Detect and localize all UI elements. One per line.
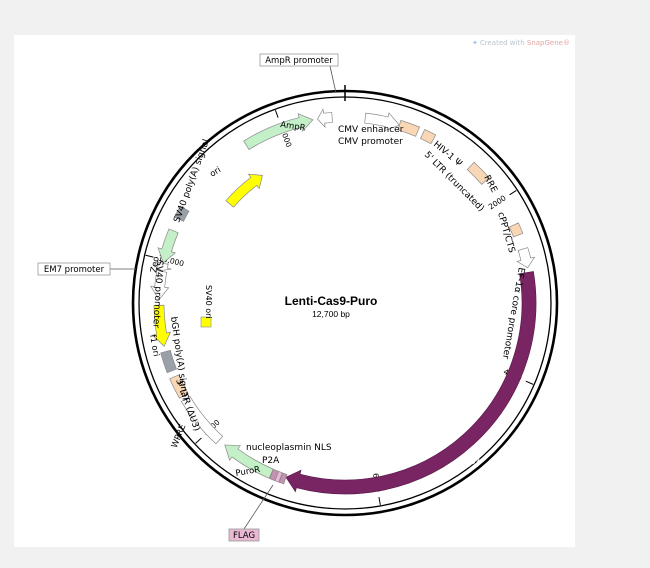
label-sv40-ori: SV40 ori xyxy=(204,285,213,319)
feature-wpre[interactable] xyxy=(180,395,224,445)
feature-cppt-cts[interactable] xyxy=(508,222,524,238)
label-ampr: AmpR xyxy=(280,120,307,133)
label-zeo: Zeo xyxy=(149,256,162,274)
feature-bgh-polya[interactable] xyxy=(160,349,177,374)
label-ampr-promoter: AmpR promoter xyxy=(265,56,333,66)
label-sv40-promoter: SV40 promoter xyxy=(150,260,164,329)
label-cmv-enhancer: CMV enhancer xyxy=(338,125,404,135)
label-f1-ori: f1 ori xyxy=(147,334,161,358)
feature-ampr[interactable] xyxy=(243,113,314,151)
label-rre: RRE xyxy=(481,174,499,195)
label-nucleoplasmin-nls: nucleoplasmin NLS xyxy=(246,443,332,453)
tick-mark-4000 xyxy=(525,380,534,385)
label-flag: FLAG xyxy=(233,531,255,541)
watermark-mark: ® xyxy=(562,39,570,47)
feature-sv40-polya[interactable] xyxy=(174,205,190,222)
snapgene-logo-icon: ✦ xyxy=(472,39,478,47)
feature-p2a[interactable] xyxy=(269,468,279,482)
feature-ampr-promoter[interactable] xyxy=(317,108,333,129)
feature-ltr-3[interactable] xyxy=(169,374,189,399)
feature-rre[interactable] xyxy=(466,161,490,185)
feature-nucleoplasmin-nls[interactable] xyxy=(278,472,288,485)
label-p2a: P2A xyxy=(262,456,280,466)
snapgene-watermark: ✦Created with SnapGene® xyxy=(472,39,570,47)
watermark-prefix: Created with xyxy=(479,39,525,47)
feature-cmv-enhancer[interactable] xyxy=(364,112,400,132)
plasmid-size: 12,700 bp xyxy=(312,309,350,319)
feature-sv40-promoter[interactable] xyxy=(150,270,170,301)
tick-mark-12000 xyxy=(274,110,279,118)
callout-ampr-promoter: AmpR promoter xyxy=(259,53,339,94)
feature-cmv-promoter[interactable] xyxy=(397,119,420,137)
feature-hiv-psi[interactable] xyxy=(420,128,437,145)
plasmid-map-canvas: ✦Created with SnapGene® 2000400060008000… xyxy=(14,35,575,547)
tick-mark-10000 xyxy=(145,254,154,258)
tick-mark-6000 xyxy=(378,496,381,506)
backbone xyxy=(131,85,559,517)
feature-puror[interactable] xyxy=(224,444,274,479)
tick-mark-2000 xyxy=(509,190,517,196)
watermark-brand: SnapGene xyxy=(526,39,563,47)
feature-f1-ori[interactable] xyxy=(151,304,172,347)
feature-cas9[interactable] xyxy=(285,271,537,495)
feature-ori[interactable] xyxy=(225,173,263,208)
feature-ef1a-promoter[interactable] xyxy=(516,247,536,269)
label-cas9: Cas9 xyxy=(458,453,482,473)
label-em7-promoter: EM7 promoter xyxy=(44,265,105,275)
callout-flag: FLAG xyxy=(228,484,274,542)
feature-sv40-ori[interactable] xyxy=(200,316,212,328)
label-puror: PuroR xyxy=(235,465,261,479)
plasmid-name: Lenti-Cas9-Puro xyxy=(285,294,378,308)
feature-arcs xyxy=(150,108,537,495)
tick-label-2000: 2000 xyxy=(487,193,508,211)
tick-mark-8000 xyxy=(195,437,202,444)
label-ori: ori xyxy=(208,165,223,179)
feature-zeo[interactable] xyxy=(157,228,179,264)
label-cmv-promoter: CMV promoter xyxy=(338,137,403,147)
callout-em7-promoter: EM7 promoter xyxy=(37,262,136,276)
